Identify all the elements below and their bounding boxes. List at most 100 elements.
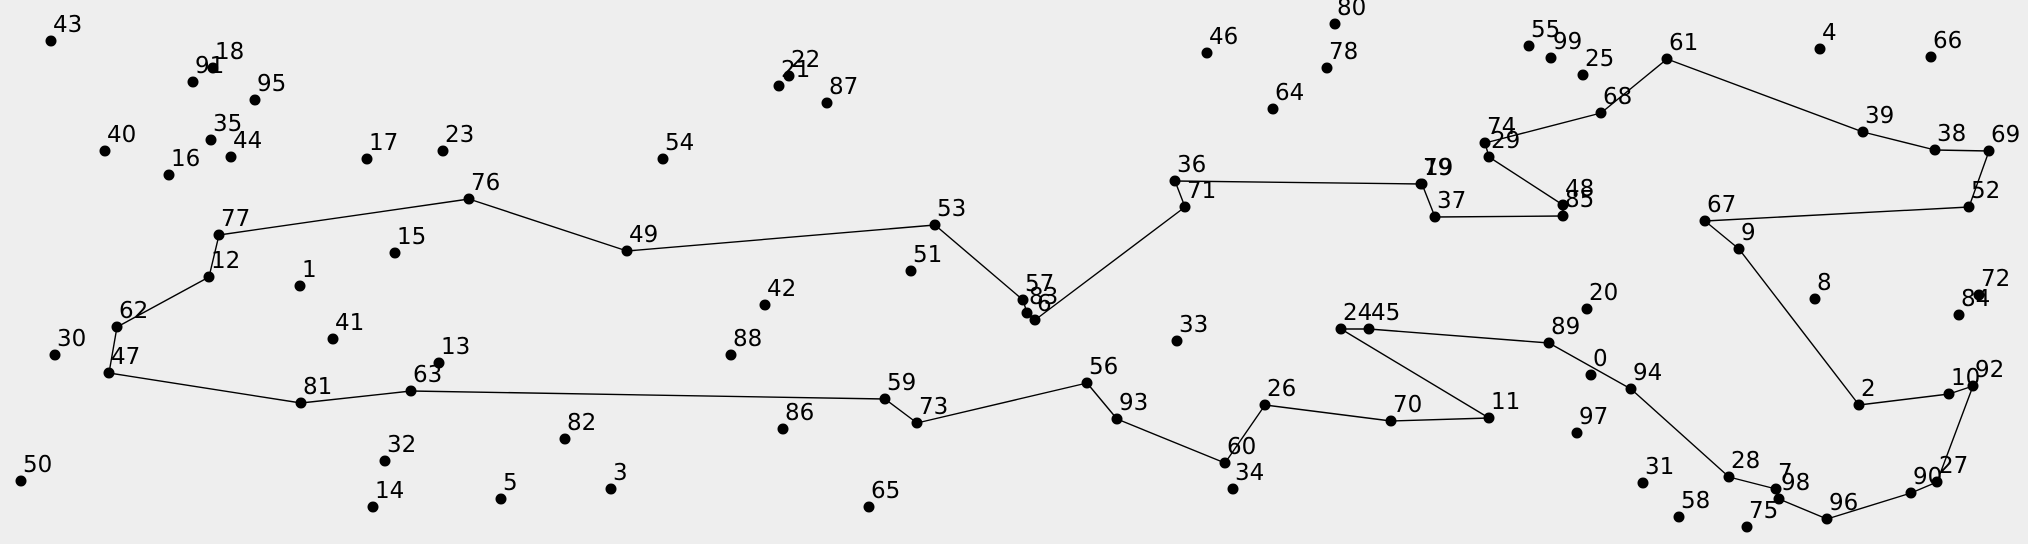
node-label-17: 17 xyxy=(369,130,398,156)
node-label-72: 72 xyxy=(1981,266,2010,292)
node-72 xyxy=(1973,289,1985,301)
node-74 xyxy=(1479,137,1491,149)
node-label-70: 70 xyxy=(1393,392,1422,418)
node-label-19: 19 xyxy=(1424,155,1453,181)
node-27 xyxy=(1931,476,1943,488)
route-edge xyxy=(1034,206,1186,321)
node-80 xyxy=(1329,18,1341,30)
node-label-95: 95 xyxy=(257,71,286,97)
node-label-67: 67 xyxy=(1707,192,1736,218)
node-57 xyxy=(1017,294,1029,306)
node-71 xyxy=(1179,201,1191,213)
node-label-82: 82 xyxy=(567,410,596,436)
node-label-18: 18 xyxy=(215,39,244,65)
node-label-24: 24 xyxy=(1343,300,1372,326)
node-label-40: 40 xyxy=(107,122,136,148)
node-label-29: 29 xyxy=(1491,128,1520,154)
node-61 xyxy=(1661,53,1673,65)
node-label-79: 79 xyxy=(1423,155,1452,181)
node-label-1: 1 xyxy=(302,257,317,283)
node-99 xyxy=(1545,52,1557,64)
node-33 xyxy=(1171,335,1183,347)
node-label-7: 7 xyxy=(1778,460,1793,486)
node-label-11: 11 xyxy=(1491,389,1520,415)
node-label-85: 85 xyxy=(1565,187,1594,213)
node-14 xyxy=(367,501,379,513)
node-50 xyxy=(15,475,27,487)
route-edge xyxy=(300,390,412,404)
route-edge xyxy=(1224,404,1266,464)
node-label-55: 55 xyxy=(1531,17,1560,43)
route-edge xyxy=(1488,156,1564,206)
node-1 xyxy=(294,280,306,292)
node-81 xyxy=(295,397,307,409)
node-label-12: 12 xyxy=(211,248,240,274)
node-label-84: 84 xyxy=(1961,286,1990,312)
node-29 xyxy=(1483,151,1495,163)
node-54 xyxy=(657,153,669,165)
node-93 xyxy=(1111,413,1123,425)
node-11 xyxy=(1483,412,1495,424)
route-edge xyxy=(626,224,936,252)
node-label-25: 25 xyxy=(1585,46,1614,72)
route-edge xyxy=(1936,385,1974,483)
node-label-52: 52 xyxy=(1971,178,2000,204)
node-73 xyxy=(911,417,923,429)
node-label-4: 4 xyxy=(1822,20,1837,46)
node-46 xyxy=(1201,47,1213,59)
node-label-28: 28 xyxy=(1731,448,1760,474)
route-edge xyxy=(218,198,470,236)
node-55 xyxy=(1523,40,1535,52)
node-label-43: 43 xyxy=(53,12,82,38)
route-edge xyxy=(1086,382,1118,420)
node-label-90: 90 xyxy=(1913,464,1942,490)
node-35 xyxy=(205,134,217,146)
route-edge xyxy=(1421,183,1436,218)
node-label-57: 57 xyxy=(1025,271,1054,297)
node-label-32: 32 xyxy=(387,432,416,458)
node-36 xyxy=(1169,175,1181,187)
route-edge xyxy=(1666,58,1864,133)
node-47 xyxy=(103,367,115,379)
route-edge xyxy=(1116,418,1226,464)
node-label-3: 3 xyxy=(613,460,628,486)
node-89 xyxy=(1543,337,1555,349)
node-15 xyxy=(389,247,401,259)
route-edge xyxy=(1484,112,1602,144)
node-label-59: 59 xyxy=(887,370,916,396)
node-label-27: 27 xyxy=(1939,453,1968,479)
node-label-97: 97 xyxy=(1579,404,1608,430)
node-label-45: 45 xyxy=(1371,300,1400,326)
node-label-99: 99 xyxy=(1553,29,1582,55)
node-label-93: 93 xyxy=(1119,390,1148,416)
node-label-74: 74 xyxy=(1487,114,1516,140)
node-label-46: 46 xyxy=(1209,24,1238,50)
node-label-13: 13 xyxy=(441,334,470,360)
node-label-49: 49 xyxy=(629,222,658,248)
node-31 xyxy=(1637,477,1649,489)
route-edge xyxy=(1728,476,1777,490)
node-84 xyxy=(1953,309,1965,321)
node-59 xyxy=(879,393,891,405)
route-edge xyxy=(108,326,118,374)
node-6 xyxy=(1029,314,1041,326)
node-3 xyxy=(605,483,617,495)
node-91 xyxy=(187,76,199,88)
node-95 xyxy=(249,94,261,106)
node-62 xyxy=(111,321,123,333)
node-label-39: 39 xyxy=(1865,103,1894,129)
node-label-41: 41 xyxy=(335,310,364,336)
node-8 xyxy=(1809,293,1821,305)
route-edge xyxy=(1390,417,1490,422)
route-nodes: 0123456789101112131415161718192021222324… xyxy=(15,0,2020,533)
node-94 xyxy=(1625,383,1637,395)
route-edge xyxy=(1630,388,1730,478)
node-98 xyxy=(1773,493,1785,505)
node-label-5: 5 xyxy=(503,470,518,496)
node-43 xyxy=(45,35,57,47)
route-edge xyxy=(884,398,918,424)
node-label-94: 94 xyxy=(1633,360,1662,386)
node-85 xyxy=(1557,210,1569,222)
node-79 xyxy=(1415,178,1427,190)
node-label-2: 2 xyxy=(1861,376,1876,402)
